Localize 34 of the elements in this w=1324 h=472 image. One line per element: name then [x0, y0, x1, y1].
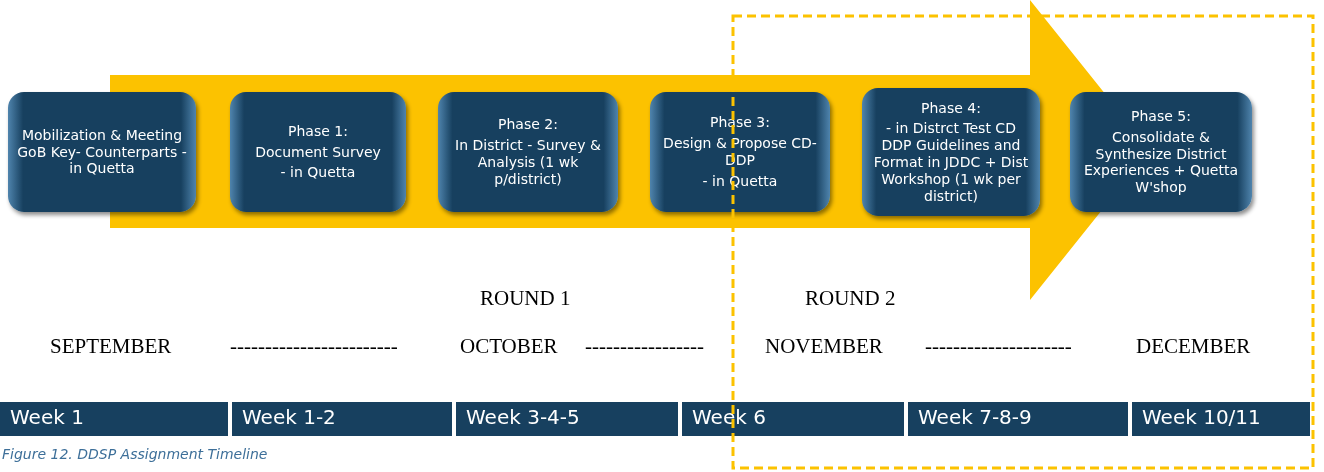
phase-text: Document Survey: [255, 143, 381, 161]
phase-text: - in Quetta: [280, 164, 356, 182]
dash-line-text: -----------------: [585, 334, 704, 359]
week-cell: Week 3-4-5: [456, 402, 678, 436]
phase-box: [8, 92, 196, 212]
phase-text: Phase 1:: [288, 122, 348, 140]
phase-text: Phase 3:: [710, 114, 770, 132]
phase-text: Phase 4:: [921, 99, 981, 117]
month-label: DECEMBER: [1136, 334, 1251, 359]
round-label: ROUND 2: [805, 286, 896, 311]
phase-text: Mobilization & Meeting GoB Key- Counterparts - in Quetta: [16, 126, 188, 178]
phase-text: Phase 5:: [1131, 108, 1191, 125]
phase-box: [862, 88, 1040, 216]
dash-line-text: ---------------------: [925, 334, 1072, 359]
round-label: ROUND 1: [480, 286, 571, 311]
week-cell: Week 1-2: [232, 402, 452, 436]
month-label: SEPTEMBER: [50, 334, 172, 359]
phase-box: [1070, 92, 1252, 212]
phase-text: In District - Survey & Analysis (1 wk p/district): [454, 137, 602, 188]
figure-caption: Figure 12. DDSP Assignment Timeline: [2, 446, 268, 462]
phase-text: Consolidate & Synthesize District Experiences + Quetta W'shop: [1082, 128, 1240, 196]
week-cell: Week 1: [0, 402, 228, 436]
phase-box: [230, 92, 406, 212]
phase-text: Phase 2:: [498, 116, 558, 134]
phase-box: [438, 92, 618, 212]
phase-box: [650, 92, 830, 212]
dash-line-text: ------------------------: [230, 334, 398, 359]
month-label: OCTOBER: [460, 334, 558, 359]
month-label: NOVEMBER: [765, 334, 883, 359]
week-cell: Week 7-8-9: [908, 402, 1128, 436]
phase-text: - in Distrct Test CD DDP Guidelines and Format in JDDC + Dist Workshop (1 wk per district): [872, 120, 1030, 205]
week-cell: Week 6: [682, 402, 904, 436]
week-cell: Week 10/11: [1132, 402, 1310, 436]
phase-text: - in Quetta: [702, 172, 778, 190]
